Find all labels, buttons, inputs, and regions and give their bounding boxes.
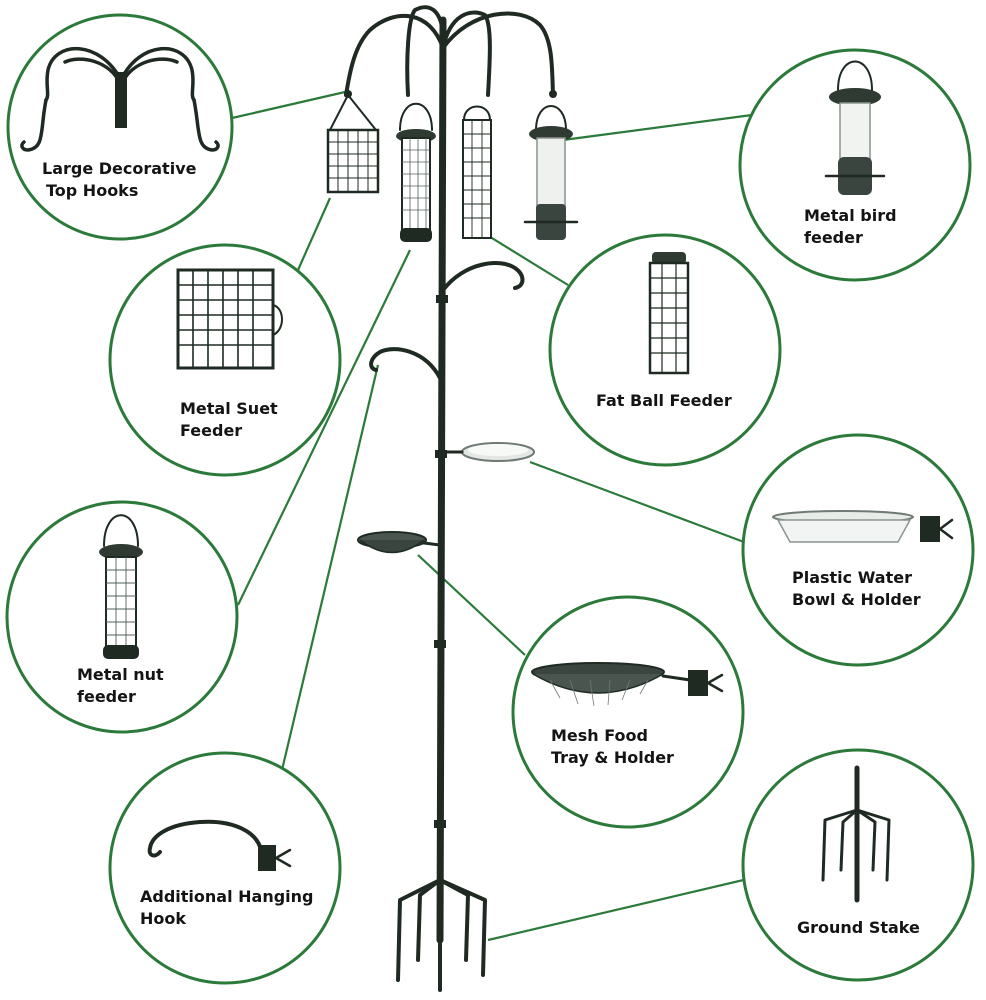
label-metal-bird-feeder-line1: Metal bird [804, 206, 897, 225]
leader-nut-feeder [237, 249, 411, 606]
ground-stake-icon [821, 765, 891, 903]
label-plastic-water-bowl-line2: Bowl & Holder [792, 590, 921, 609]
label-metal-bird-feeder-line2: feeder [804, 228, 863, 247]
callout-circle-metal-suet-feeder [108, 243, 342, 477]
callout-circle-plastic-water-bowl [741, 433, 975, 667]
label-metal-nut-feeder: Metal nut feeder [77, 664, 164, 708]
leader-fat-ball-feeder [486, 234, 569, 286]
suet-cage-on-pole [326, 94, 380, 194]
label-metal-suet-feeder-line2: Feeder [180, 421, 243, 440]
label-additional-hanging-hook-line1: Additional Hanging [140, 887, 314, 906]
mesh-food-tray-icon [531, 662, 724, 707]
leader-metal-bird-feeder [562, 113, 753, 142]
seed-feeder-on-pole [523, 105, 579, 240]
label-fat-ball-feeder: Fat Ball Feeder [596, 390, 732, 412]
top-hooks-icon [20, 46, 220, 152]
additional-hanging-hook-icon [147, 819, 292, 871]
metal-suet-feeder-icon [176, 268, 283, 370]
metal-bird-feeder-icon [824, 60, 886, 195]
leader-lines [231, 90, 753, 942]
mesh-tray-on-pole [357, 531, 442, 554]
metal-nut-feeder-icon [99, 514, 143, 659]
callout-circle-mesh-food-tray [511, 595, 745, 829]
label-top-hooks: Large Decorative Top Hooks [42, 158, 196, 202]
label-mesh-food-tray-line1: Mesh Food [551, 726, 648, 745]
leader-mesh-tray [417, 554, 526, 656]
label-plastic-water-bowl: Plastic Water Bowl & Holder [792, 567, 921, 611]
leader-suet-feeder [296, 197, 332, 271]
label-plastic-water-bowl-line1: Plastic Water [792, 568, 912, 587]
label-metal-nut-feeder-line2: feeder [77, 687, 136, 706]
central-pole [344, 5, 557, 992]
leader-hanging-hook [280, 364, 380, 771]
leader-ground-stake [487, 876, 753, 942]
label-top-hooks-line2: Top Hooks [46, 181, 139, 200]
leader-top-hooks [231, 90, 346, 120]
label-ground-stake-line1: Ground Stake [797, 918, 920, 937]
label-additional-hanging-hook-line2: Hook [140, 909, 187, 928]
fat-ball-feeder-icon [648, 252, 690, 375]
label-metal-suet-feeder: Metal Suet Feeder [180, 398, 278, 442]
label-metal-nut-feeder-line1: Metal nut [77, 665, 164, 684]
label-mesh-food-tray: Mesh Food Tray & Holder [551, 725, 674, 769]
label-top-hooks-line1: Large Decorative [42, 159, 197, 178]
nut-feeder-on-pole [396, 102, 436, 242]
label-ground-stake: Ground Stake [797, 917, 920, 939]
label-fat-ball-feeder-line1: Fat Ball Feeder [596, 391, 732, 410]
water-bowl-on-pole [440, 442, 535, 462]
label-mesh-food-tray-line2: Tray & Holder [551, 748, 674, 767]
label-metal-suet-feeder-line1: Metal Suet [180, 399, 278, 418]
label-metal-bird-feeder: Metal bird feeder [804, 205, 897, 249]
callout-circle-additional-hanging-hook [108, 751, 342, 985]
leader-water-bowl [529, 460, 753, 547]
label-additional-hanging-hook: Additional Hanging Hook [140, 886, 314, 930]
plastic-water-bowl-icon [772, 510, 954, 543]
fat-ball-feeder-on-pole [462, 105, 492, 239]
